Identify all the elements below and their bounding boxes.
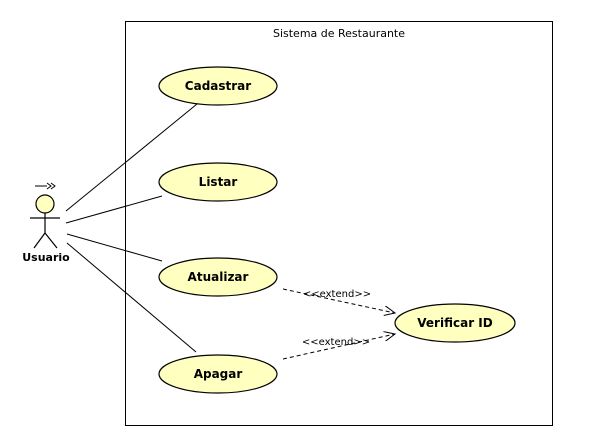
use-case-apagar[interactable]: Apagar	[158, 354, 278, 394]
use-case-cadastrar-label: Cadastrar	[185, 79, 251, 93]
extend-label-1: <<extend>>	[303, 289, 371, 300]
use-case-listar-label: Listar	[199, 175, 238, 189]
extend-apagar-verificar[interactable]	[282, 334, 395, 360]
use-case-atualizar-label: Atualizar	[188, 270, 249, 284]
use-case-atualizar[interactable]: Atualizar	[158, 257, 278, 297]
actor-head-icon	[35, 194, 55, 214]
use-case-apagar-label: Apagar	[194, 367, 243, 381]
extend-atualizar-verificar[interactable]	[282, 288, 395, 313]
association-listar[interactable]	[65, 195, 163, 224]
extend-relations: <<extend>> <<extend>>	[282, 288, 395, 360]
association-cadastrar[interactable]	[65, 103, 198, 212]
association-apagar[interactable]	[66, 242, 197, 353]
use-case-verificar-id-label: Verificar ID	[417, 316, 492, 330]
association-atualizar[interactable]	[66, 233, 163, 262]
actor-name: Usuario	[22, 251, 70, 264]
actor-marker-icon	[35, 182, 56, 190]
use-case-verificar-id[interactable]: Verificar ID	[394, 303, 516, 343]
use-case-cadastrar[interactable]: Cadastrar	[158, 66, 278, 106]
associations	[65, 103, 198, 353]
actor-usuario[interactable]: Usuario	[22, 182, 70, 264]
use-case-listar[interactable]: Listar	[158, 162, 278, 202]
system-title: Sistema de Restaurante	[273, 27, 405, 40]
extend-label-2: <<extend>>	[302, 337, 370, 348]
